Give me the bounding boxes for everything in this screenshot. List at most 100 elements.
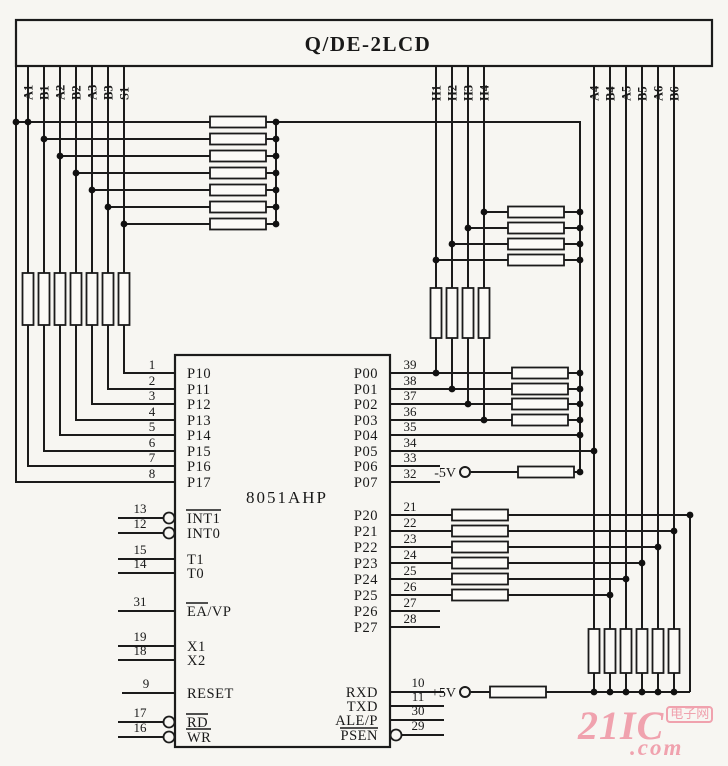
resistor (587, 628, 601, 674)
wire-h-columns (435, 66, 485, 420)
lcd-pin-label: S1 (118, 87, 132, 100)
lcd-pin-label: A1 (22, 85, 36, 100)
resistor (603, 628, 617, 674)
junction-dot (606, 688, 614, 696)
ic-pin-label: P24 (354, 572, 378, 588)
terminal-circle (459, 466, 471, 478)
wire-p00-p03 (390, 372, 580, 421)
active-low-bubble (162, 730, 176, 744)
ic-pin-label: P05 (354, 444, 378, 460)
ic-pin-label: P26 (354, 604, 378, 620)
bottom-pullup-resistors (587, 628, 681, 674)
pin-number: 33 (404, 450, 417, 465)
resistor (507, 253, 565, 267)
resistor (507, 205, 565, 219)
h-series-resistors (429, 287, 491, 339)
resistor (451, 556, 509, 570)
junction-dot (88, 186, 96, 194)
junction-dot (272, 135, 280, 143)
neg5v-label: -5V (434, 466, 456, 481)
resistor (85, 272, 99, 326)
ic-box (173, 353, 392, 749)
resistor (619, 628, 633, 674)
junction-dot (576, 208, 584, 216)
resistor (53, 272, 67, 326)
pin-number: 32 (404, 466, 417, 481)
resistor (429, 287, 443, 339)
junction-dot (686, 511, 694, 519)
junction-dot (12, 118, 20, 126)
junction-dot (480, 416, 488, 424)
active-low-bubble (389, 728, 403, 742)
h-branch-resistors (507, 205, 565, 267)
pin-number: 5 (149, 419, 156, 434)
junction-dot (576, 468, 584, 476)
port2-resistors (451, 508, 547, 699)
pos5v-resistor (489, 685, 547, 699)
resistor (451, 572, 509, 586)
pin-number: 25 (404, 563, 417, 578)
pin-number: 28 (404, 611, 417, 626)
junction-dot (432, 256, 440, 264)
pin-number: 35 (404, 419, 417, 434)
lcd-pin-label: A6 (652, 86, 666, 101)
pin-number: 4 (149, 404, 156, 419)
pos5v-terminal: +5V (431, 686, 471, 701)
resistor (445, 287, 459, 339)
pin-number: 13 (134, 501, 147, 516)
ic-pin-label: ALE/P (335, 713, 378, 729)
resistor (451, 508, 509, 522)
ic-pin-label: P16 (187, 459, 211, 475)
junction-dot (40, 135, 48, 143)
junction-dot (670, 527, 678, 535)
junction-dot (576, 240, 584, 248)
wire-left-branches (16, 121, 276, 225)
junction-dot (638, 688, 646, 696)
junction-dot (464, 224, 472, 232)
junction-dot (622, 575, 630, 583)
resistor (667, 628, 681, 674)
ic-name: 8051AHP (246, 488, 328, 507)
lcd-pin-label: B2 (70, 85, 84, 100)
lcd-pin-label: B4 (604, 86, 618, 101)
ic-pin-label: P27 (354, 620, 378, 636)
ic-pin-label: P11 (187, 382, 211, 398)
neg5v-resistor (517, 465, 575, 479)
lcd-pin-label: H1 (430, 85, 444, 101)
pin-number: 14 (134, 556, 148, 571)
junction-dot (576, 224, 584, 232)
active-low-bubble (162, 526, 176, 540)
junction-dot (272, 152, 280, 160)
junction-dot (72, 169, 80, 177)
ic-8051: 8051AHP P10 P11 P12 P13 P14 P15 P16 P17 … (134, 353, 425, 749)
ic-pin-label: P06 (354, 459, 378, 475)
junction-dot (272, 220, 280, 228)
junction-dot (272, 203, 280, 211)
ic-pin-label: P03 (354, 413, 378, 429)
lcd-left-pin-labels: A1 B1 A2 B2 A3 B3 S1 (22, 85, 132, 100)
lcd-pin-label: B1 (38, 85, 52, 100)
wire-serial-stubs (390, 691, 444, 736)
junction-dot (576, 385, 584, 393)
ic-pin-label: X2 (187, 653, 206, 669)
wire-left-columns (27, 66, 175, 467)
lcd-pin-label: A5 (620, 86, 634, 101)
pin-number: 21 (404, 499, 417, 514)
resistor (511, 382, 569, 396)
pin-number: 16 (134, 720, 148, 735)
lcd-pin-label: A2 (54, 85, 68, 100)
junction-dot (576, 416, 584, 424)
resistor (507, 221, 565, 235)
ic-pin-label: PSEN (341, 728, 378, 744)
pin-number: 9 (143, 676, 150, 691)
resistor (209, 149, 267, 163)
lcd-mid-pin-labels: H1 H2 H3 H4 (430, 84, 492, 101)
wire-p06-p07-stubs (390, 465, 440, 483)
ic-pin-label: T1 (187, 552, 204, 568)
ic-pin-label: X1 (187, 639, 206, 655)
junction-dot (576, 369, 584, 377)
junction-dot (432, 369, 440, 377)
junction-dot (448, 240, 456, 248)
resistor (209, 217, 267, 231)
ic-pin-label: P17 (187, 475, 211, 491)
